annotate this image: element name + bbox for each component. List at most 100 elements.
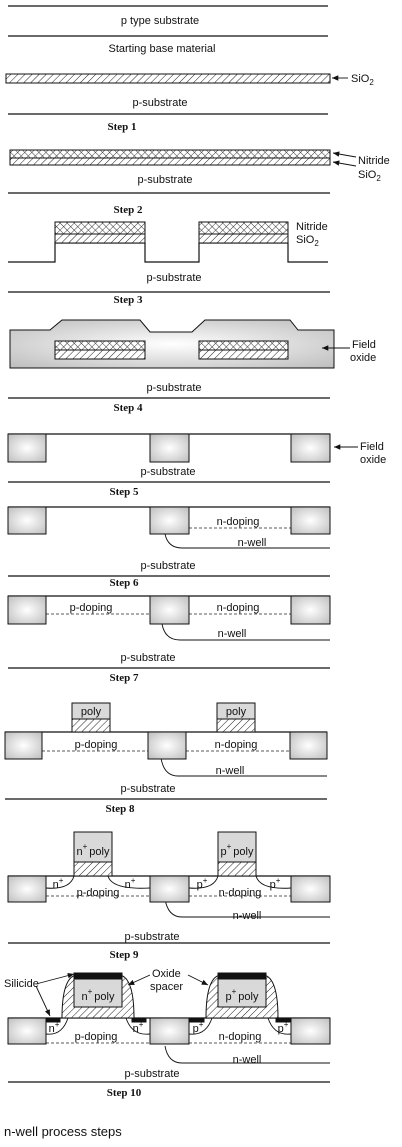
step-9: n+poly p+poly n+ n+ p+ p+ p-doping n-dop…: [7, 831, 331, 961]
field-oxide-left: [7, 595, 47, 625]
field-label: Field: [360, 441, 384, 453]
gate-oxide-left: [71, 718, 111, 733]
sio2-pad-left: [54, 349, 146, 360]
step-label: Step 7: [109, 672, 139, 684]
field-oxide-right: [290, 1017, 331, 1045]
step-2: Nitride SiO2 p-substrate Step 2: [8, 149, 390, 216]
step-5: Field oxide p-substrate Step 5: [7, 433, 386, 498]
source-silicide-right: [189, 1017, 205, 1023]
p-doping-label: p-doping: [75, 1031, 118, 1043]
p-plus-drain-junction: [267, 1017, 292, 1035]
header-section: p type substrate Starting base material: [8, 5, 328, 55]
p-substrate-label: p-substrate: [146, 272, 201, 284]
oxide-label: oxide: [350, 352, 376, 364]
p-substrate-label: p-substrate: [120, 783, 175, 795]
n-well-label: n-well: [233, 910, 262, 922]
spacer-arrow-left: [127, 974, 151, 986]
sio2-label: SiO2: [358, 169, 381, 183]
field-oxide-left: [7, 875, 47, 903]
p-substrate-label: p-substrate: [120, 652, 175, 664]
nitride-pad-left: [54, 221, 146, 235]
p-substrate-label: p-substrate: [146, 382, 201, 394]
step-label: Step 9: [109, 949, 139, 961]
step-label: Step 4: [113, 402, 143, 414]
p-plus-poly-gate: [217, 978, 267, 1008]
field-oxide-middle: [149, 875, 190, 903]
n-well-boundary: [161, 623, 330, 641]
sio2-pad-left: [54, 233, 146, 244]
n-well-label: n-well: [216, 765, 245, 777]
n-well-boundary: [164, 1045, 330, 1064]
nitride-pad-right: [198, 221, 289, 235]
p-plus-source-junction: [188, 875, 219, 889]
sio2-label: SiO2: [296, 234, 319, 248]
nitride-pad-left: [54, 340, 146, 351]
field-oxide-right: [289, 731, 328, 760]
field-oxide-middle: [149, 1017, 190, 1045]
p-substrate-label: p-substrate: [124, 1068, 179, 1080]
step-label: Step 1: [107, 121, 136, 133]
n-well-label: n-well: [238, 537, 267, 549]
n-plus-drain-label: n+: [125, 876, 136, 891]
p-plus-drain-label: p+: [278, 1020, 289, 1035]
n-plus-source-junction: [45, 875, 75, 889]
nitride-label: Nitride: [358, 155, 390, 167]
spacer-arrow-right: [187, 974, 209, 986]
gate-silicide-left: [73, 972, 123, 980]
sio2-arrow: [332, 160, 357, 167]
sio2-layer: [9, 157, 331, 166]
step-label: Step 6: [109, 577, 139, 589]
n-plus-source-label: n+: [53, 876, 64, 891]
oxide-spacer-label-2: spacer: [150, 981, 183, 993]
p-plus-poly-gate: [217, 831, 257, 863]
p-plus-poly-label: p+poly: [221, 842, 254, 858]
n-well-boundary: [160, 757, 327, 777]
silicide-arrow-gate: [35, 972, 75, 985]
field-oxide-left: [4, 731, 43, 760]
gate-silicide-right: [217, 972, 267, 980]
p-plus-poly-label: p+poly: [226, 987, 259, 1003]
n-plus-source-junction: [45, 1017, 69, 1035]
base-material-label: Starting base material: [109, 43, 216, 55]
n-plus-poly-gate: [73, 831, 113, 863]
p-substrate-label: p-substrate: [132, 97, 187, 109]
field-label: Field: [352, 339, 376, 351]
poly-label-left: poly: [81, 706, 102, 718]
field-oxide-middle: [149, 506, 190, 535]
p-plus-source-junction: [188, 1017, 213, 1035]
p-plus-source-label: p+: [193, 1020, 204, 1035]
gate-oxide-left: [73, 861, 113, 877]
n-well-label: n-well: [218, 628, 247, 640]
n-plus-poly-gate: [73, 978, 123, 1008]
gate-oxide-right: [216, 718, 256, 733]
n-well-label: n-well: [233, 1054, 262, 1066]
field-oxide-middle: [147, 731, 187, 760]
step-3: Nitride SiO2 p-substrate Step 3: [8, 221, 330, 306]
n-plus-drain-junction: [125, 1017, 151, 1035]
drain-silicide-right: [275, 1017, 291, 1023]
n-plus-poly-label: n+poly: [82, 987, 115, 1003]
field-oxide-middle: [149, 433, 190, 463]
nitride-arrow: [332, 151, 357, 158]
field-oxide-middle: [149, 595, 190, 625]
n-plus-drain-junction: [107, 875, 151, 889]
step-10: n+poly p+poly n+ n+ p+ p+ p-doping n-dop…: [4, 968, 331, 1099]
p-plus-drain-label: p+: [270, 876, 281, 891]
n-doping-label: n-doping: [215, 739, 258, 751]
p-doping-label: p-doping: [77, 887, 120, 899]
step-1: SiO2 p-substrate Step 1: [5, 73, 374, 133]
nitride-pad-right: [198, 340, 289, 351]
p-substrate-label: p-substrate: [140, 466, 195, 478]
sio2-layer: [5, 73, 331, 84]
n-doping-label: n-doping: [217, 602, 260, 614]
drain-silicide-left: [131, 1017, 147, 1023]
nitride-layer: [9, 149, 331, 159]
step-label: Step 3: [113, 294, 143, 306]
field-oxide-right: [290, 595, 331, 625]
step-label: Step 2: [113, 204, 143, 216]
step-6: n-doping n-well p-substrate Step 6: [7, 506, 331, 589]
poly-label-right: poly: [226, 706, 247, 718]
n-plus-source-label: n+: [49, 1020, 60, 1035]
silicide-label: Silicide: [4, 978, 39, 990]
